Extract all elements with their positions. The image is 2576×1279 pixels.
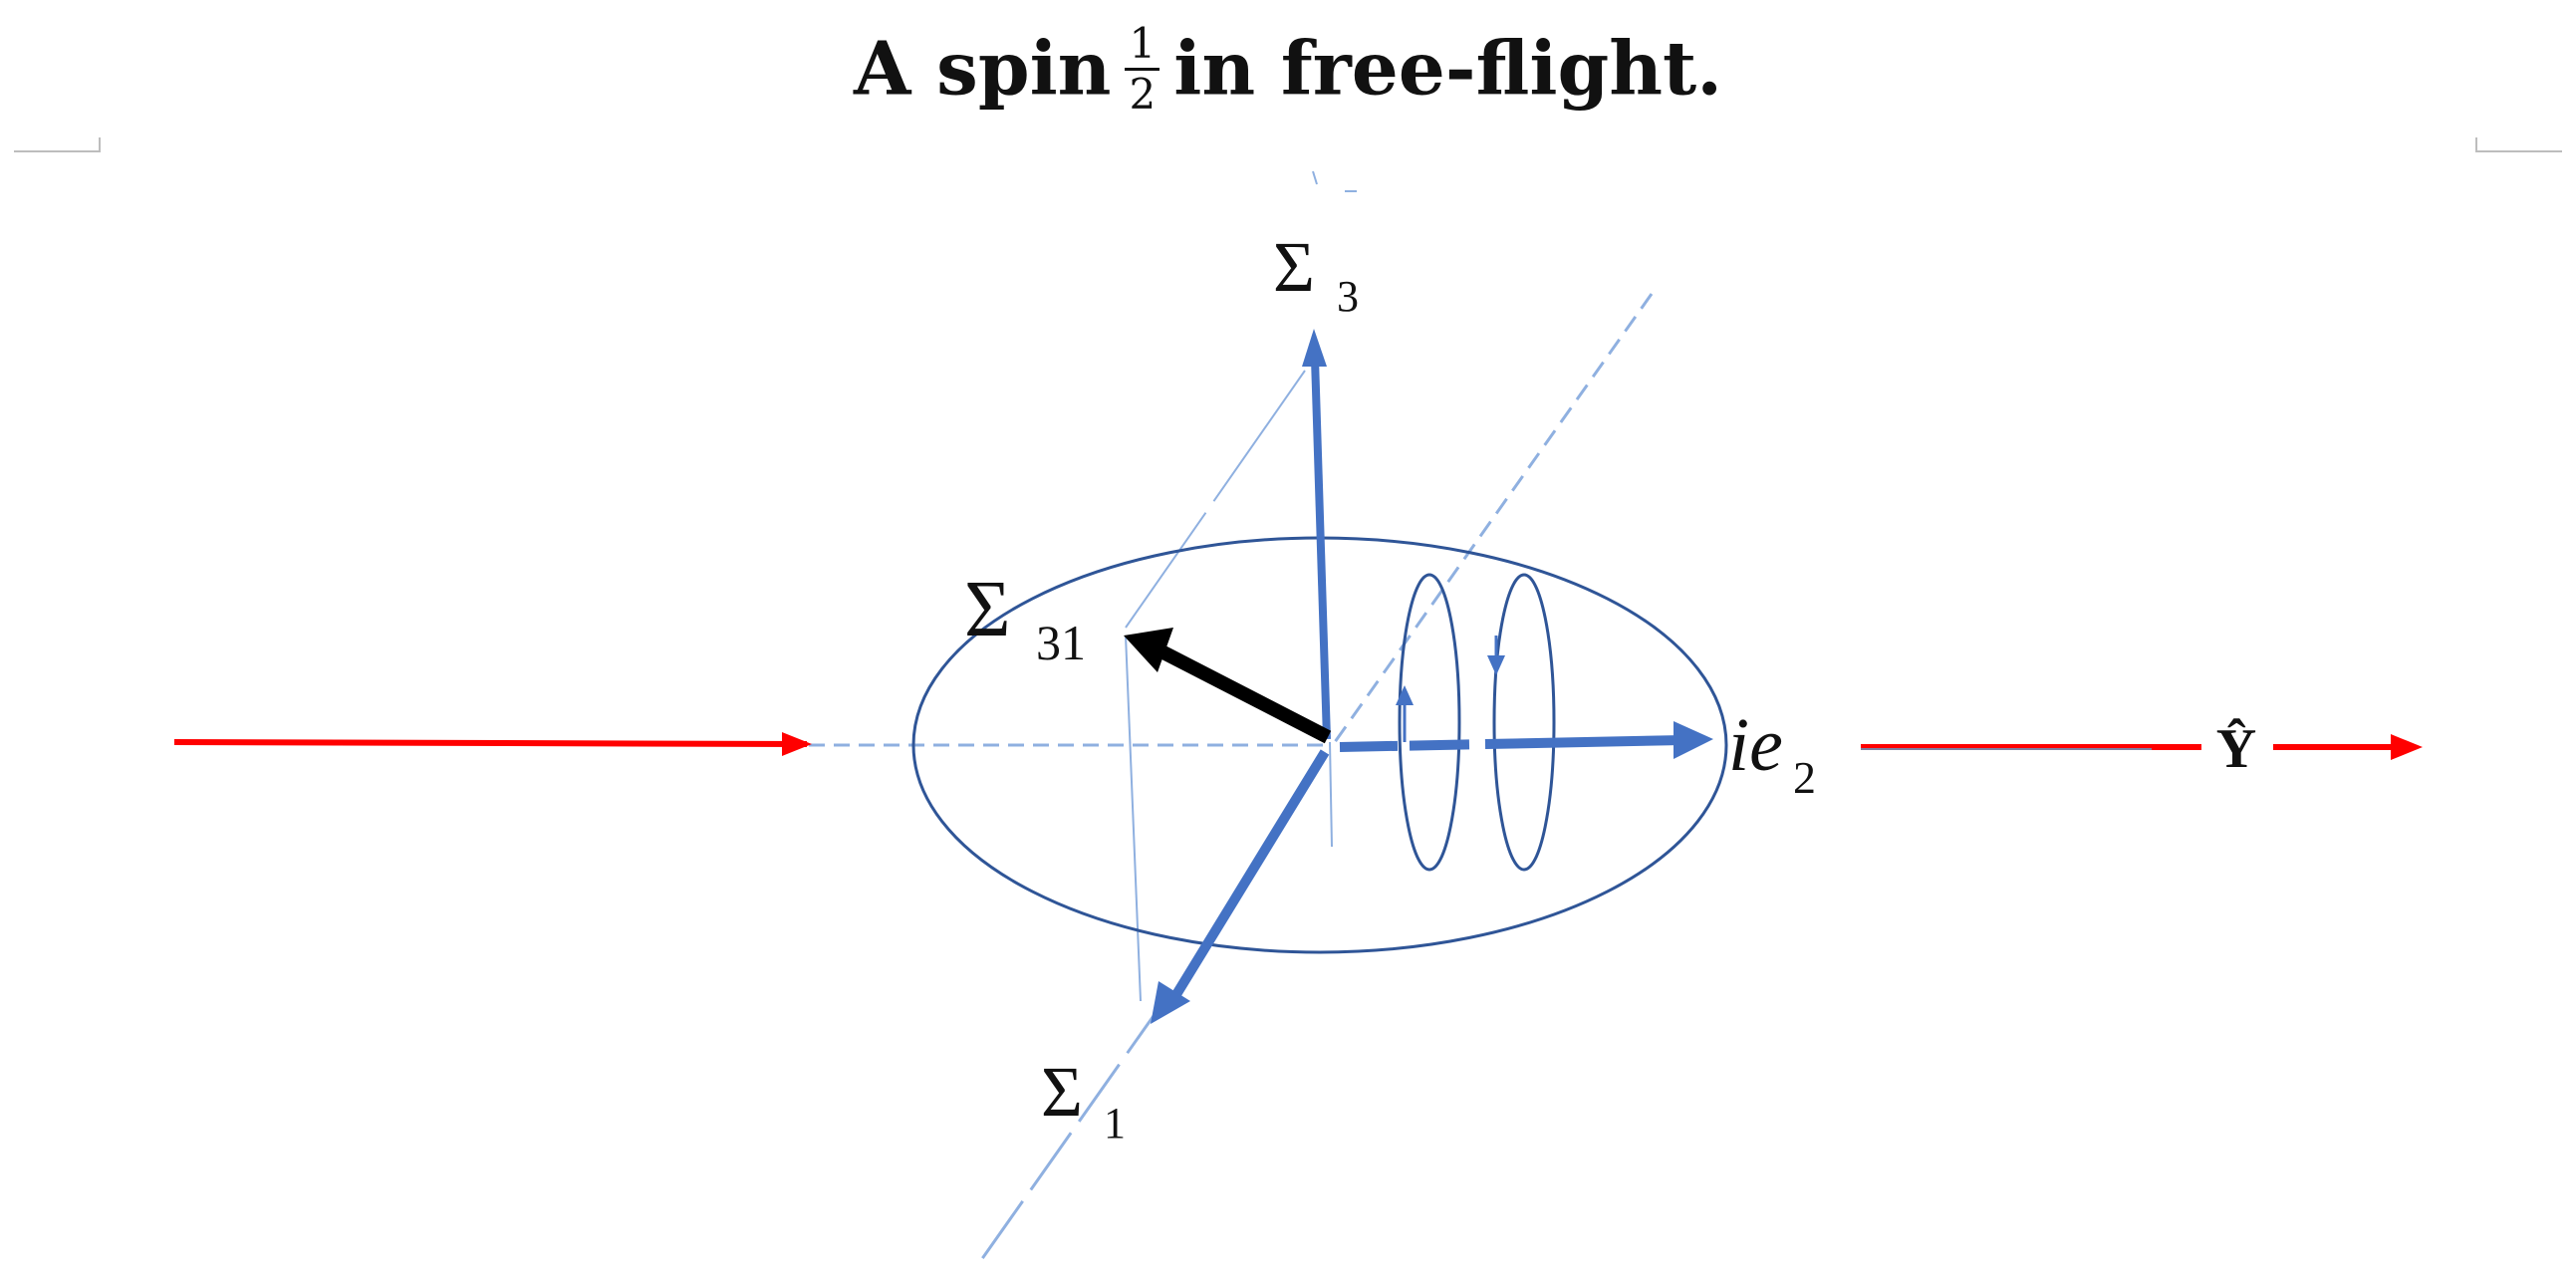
rotation-loop-1 <box>1398 573 1461 872</box>
sigma1-label-base: Σ <box>1041 1052 1083 1132</box>
sigma1-arrowhead <box>1151 981 1190 1024</box>
loop-up-arrowhead <box>1396 685 1414 705</box>
y-hat-label: Ŷ <box>2216 717 2256 780</box>
fraction-denominator: 2 <box>1129 70 1157 120</box>
title-prefix: A spin <box>853 26 1112 113</box>
loop-down-arrowhead <box>1487 655 1505 675</box>
incoming-red-arrowhead <box>782 732 812 756</box>
sigma3-arrow-shaft <box>1311 358 1331 740</box>
sigma1-arrow-shaft <box>1170 749 1330 999</box>
title-suffix: in free-flight. <box>1173 26 1722 113</box>
ie2-label-base: ie <box>1728 703 1783 787</box>
sigma31-label-sub: 31 <box>1036 615 1086 670</box>
sigma31-arrowhead <box>1124 628 1173 672</box>
corner-mark-right <box>2475 137 2562 152</box>
sigma3-label-base: Σ <box>1273 227 1315 307</box>
ie2-label-sub: 2 <box>1793 752 1816 803</box>
outgoing-red-arrowhead <box>2391 734 2423 760</box>
sigma31-label: Σ 31 <box>964 566 1086 670</box>
vertical-thin-axis <box>1329 741 1333 848</box>
sigma31-label-base: Σ <box>964 566 1011 653</box>
sigma1-label-sub: 1 <box>1104 1099 1126 1148</box>
sigma1-label: Σ 1 <box>1041 1052 1126 1148</box>
rotation-loop-2 <box>1492 573 1556 872</box>
diagonal-dashed-axis <box>1333 293 1654 743</box>
projection-line-upper <box>1125 370 1306 629</box>
projection-line-vertical <box>1125 635 1142 1002</box>
diagonal-thin-axis <box>979 995 1169 1261</box>
ie2-arrow-shaft <box>1339 735 1684 752</box>
top-dash-mark-1 <box>1312 170 1318 185</box>
ie2-arrowhead <box>1674 721 1713 759</box>
ie2-label: ie 2 <box>1728 703 1816 803</box>
sigma31-arrow-shaft <box>1159 645 1332 744</box>
corner-mark-left <box>14 137 101 152</box>
incoming-red-arrow <box>173 739 808 747</box>
sigma3-label-sub: 3 <box>1337 272 1359 321</box>
sigma3-label: Σ 3 <box>1273 227 1359 321</box>
fraction-numerator: 1 <box>1125 21 1160 72</box>
sigma3-arrowhead <box>1302 329 1327 367</box>
